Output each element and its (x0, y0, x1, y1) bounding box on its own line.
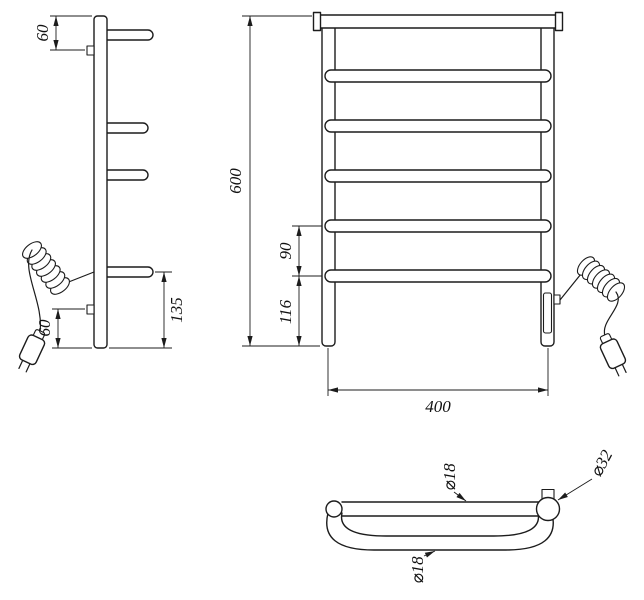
dim-label-side-span: 135 (167, 297, 186, 323)
leader-line (453, 491, 467, 502)
rung-5 (324, 269, 552, 283)
rung-1 (324, 69, 552, 83)
side-peg-3 (102, 169, 149, 181)
dim-top-tube-diameter: ⌀18 (440, 463, 467, 502)
bowed-rung-outer (326, 512, 554, 551)
side-peg-4 (102, 266, 154, 278)
dim-label-side-bottom: 60 (35, 319, 54, 337)
top-view: ⌀18 ⌀32 ⌀18 (325, 446, 617, 584)
plug-prong-1 (614, 367, 620, 377)
cable-stub (553, 294, 561, 305)
rung-2 (324, 119, 552, 133)
dim-label-width: 400 (425, 397, 451, 416)
side-view: 60 135 60 (18, 15, 186, 373)
wall-bracket-circle (535, 496, 561, 522)
top-crossbar (317, 14, 559, 29)
dim-side-top-offset: 60 (33, 15, 92, 51)
side-peg-1 (102, 29, 154, 41)
heating-element (542, 292, 553, 334)
dim-label-bracket: ⌀32 (587, 446, 617, 479)
dim-label-bottom-spacing: 116 (276, 299, 295, 324)
plug-prong-2 (25, 363, 31, 373)
dim-side-bottom-offset: 60 (35, 308, 92, 349)
front-view: 600 90 116 400 (226, 11, 627, 416)
wall-bracket-top (86, 45, 95, 56)
top-end-cap-right (554, 11, 564, 32)
bowed-rung-inner (340, 512, 540, 537)
top-end-cap-left (312, 11, 322, 32)
wall-bracket-bottom (86, 304, 95, 315)
rung-3 (324, 169, 552, 183)
end-fitting-left (325, 500, 343, 518)
cord-coil-left (22, 241, 70, 295)
dim-bottom-tube-diameter: ⌀18 (408, 550, 436, 584)
leader-line (423, 550, 436, 558)
dim-side-lower-span: 135 (109, 271, 186, 349)
plug-body (599, 338, 627, 370)
dim-label-top-tube: ⌀18 (440, 463, 459, 491)
leader-line (557, 478, 593, 501)
cord-cable-right (603, 291, 619, 337)
dim-front-height: 600 (226, 15, 320, 347)
dim-label-bottom-tube: ⌀18 (408, 556, 427, 584)
side-peg-2 (102, 122, 149, 134)
plug-prong-2 (621, 363, 627, 374)
dim-label-rung-spacing: 90 (276, 242, 295, 260)
power-plug-left (18, 329, 46, 373)
dim-bottom-spacing: 116 (276, 276, 302, 346)
plug-body (18, 334, 46, 366)
dim-rung-spacing: 90 (276, 225, 322, 277)
rung-4 (324, 219, 552, 233)
dim-bracket-diameter: ⌀32 (557, 446, 617, 501)
dim-label-side-top: 60 (33, 24, 52, 42)
dim-label-height: 600 (226, 168, 245, 194)
side-post (93, 15, 108, 349)
cord-cable-left (28, 249, 42, 333)
dim-front-width: 400 (327, 348, 549, 416)
plug-prong-1 (18, 359, 24, 370)
cord-coil-right (576, 256, 626, 302)
power-plug-right (599, 333, 627, 377)
